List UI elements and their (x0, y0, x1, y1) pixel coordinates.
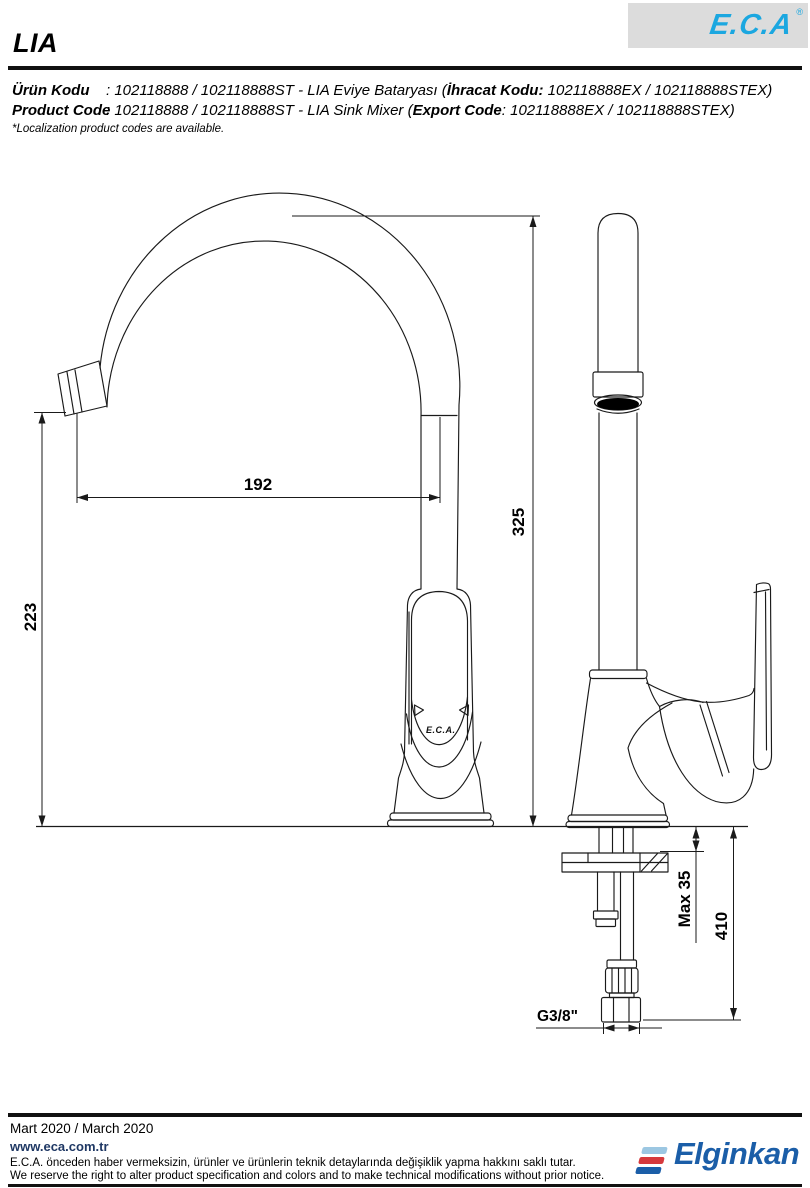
en-export-label: Export Code (412, 102, 502, 119)
cone-right-edge (645, 677, 661, 708)
dim-g38-label: G3/8" (537, 1008, 578, 1025)
aerator-collar (592, 371, 644, 398)
dim-192-arrow-right (429, 494, 440, 501)
base-ring-upper-right (567, 814, 669, 823)
product-code-line-tr: Ürün Kodu : 102118888 / 102118888ST - LIA… (12, 81, 772, 101)
hose-neck (608, 992, 635, 999)
stud-nut-upper (592, 910, 619, 920)
lever-inner-line (764, 591, 768, 751)
aerator-lip (596, 408, 640, 414)
dim-max35-arrow-bottom (692, 840, 700, 852)
nut-hatch-2 (650, 852, 669, 872)
nut-hatch-1 (640, 852, 659, 872)
dim-410-label: 410 (712, 912, 731, 940)
spout-inner-profile (106, 240, 422, 590)
localization-note: *Localization product codes are availabl… (12, 123, 225, 135)
base-ring-lower (386, 819, 495, 828)
elginkan-bar-blue (635, 1167, 662, 1174)
body-seam-arc-2 (405, 711, 474, 768)
header-divider (8, 66, 802, 70)
hose-crimp-sleeve (604, 967, 639, 994)
cone-inner-contour (627, 702, 673, 816)
tr-export-value: 102118888EX / 102118888STEX) (543, 82, 773, 99)
tr-code-value: : 102118888 / 102118888ST - LIA Eviye Ba… (106, 82, 447, 99)
dim-325-arrow-top (529, 216, 537, 227)
registered-trademark-icon: ® (796, 7, 803, 17)
page-title: LIA (13, 28, 58, 58)
left-view-faucet: E.C.A. (57, 192, 495, 828)
elginkan-logo: Elginkan (634, 1135, 804, 1183)
en-export-value: : 102118888EX / 102118888STEX) (501, 102, 735, 119)
spout-tube (597, 212, 639, 373)
joint-seam-2 (705, 700, 730, 774)
dimension-annotations: 192 223 325 Max 35 410 (21, 215, 748, 1034)
website-link[interactable]: www.eca.com.tr (10, 1139, 109, 1154)
dim-max35-label: Max 35 (675, 871, 694, 928)
dim-192-label: 192 (244, 475, 272, 494)
base-ring-upper (389, 812, 492, 821)
right-view-faucet (565, 212, 773, 829)
dim-g38-arrow-right (628, 1024, 640, 1032)
under-counter-assembly (561, 827, 669, 1023)
lever-top-notch (753, 588, 770, 594)
handle-front-cover (410, 590, 469, 745)
dim-325-label: 325 (509, 508, 528, 536)
body-brand-text: E.C.A. (426, 725, 456, 735)
tr-code-label: Ürün Kodu (12, 82, 90, 99)
dim-223-arrow-bottom (38, 815, 46, 827)
cold-indicator-triangle (458, 704, 470, 717)
revision-date: Mart 2020 / March 2020 (10, 1121, 154, 1136)
disclaimer-tr: E.C.A. önceden haber vermeksizin, ürünle… (10, 1157, 576, 1169)
dim-223-label: 223 (21, 603, 40, 631)
hot-indicator-triangle (413, 704, 425, 717)
dim-325-arrow-bottom (529, 815, 537, 827)
base-ring-lower-right (565, 820, 671, 829)
disclaimer-en: We reserve the right to alter product sp… (10, 1170, 605, 1182)
stud-nut-lower (595, 918, 617, 928)
spout-outer-profile (99, 192, 461, 590)
body-seam-arc-3 (400, 741, 482, 800)
dim-410-arrow-bottom (730, 1008, 737, 1019)
body-flange (588, 669, 648, 680)
nozzle-band-2 (74, 369, 83, 413)
dim-223-arrow-top (38, 412, 46, 424)
body-left-edge (393, 588, 422, 814)
elginkan-wordmark: Elginkan (674, 1136, 800, 1171)
connection-nut (600, 996, 642, 1023)
dim-410-arrow-top (730, 827, 737, 839)
joint-seam-1 (699, 704, 724, 777)
en-code-label: Product Code (12, 102, 111, 119)
spout-nozzle (57, 360, 108, 417)
dim-g38-arrow-left (603, 1024, 615, 1032)
joint-saddle (658, 699, 704, 708)
dim-max35-arrow-top (692, 827, 700, 839)
product-code-line-en: Product Code: 102118888 / 102118888ST - … (12, 101, 772, 121)
handle-arm-underside (658, 705, 755, 804)
elginkan-bar-light-blue (641, 1147, 668, 1154)
aerator-outlet (597, 398, 639, 410)
en-code-value: : 102118888 / 102118888ST - LIA Sink Mix… (106, 102, 413, 119)
page-bottom-rule (8, 1184, 802, 1187)
dim-192-arrow-left (77, 494, 88, 501)
handle-arm-top (645, 682, 755, 703)
body-right-edge (456, 588, 485, 814)
eca-logo: E.C.A ® (628, 3, 808, 48)
nozzle-band-1 (66, 371, 75, 415)
elginkan-bar-red (638, 1157, 665, 1164)
body-seam-arc-1 (410, 696, 469, 746)
handle-lever-blade (752, 582, 773, 771)
footer-divider (8, 1113, 802, 1117)
cone-left-edge (570, 677, 592, 816)
tr-export-label: İhracat Kodu: (446, 82, 544, 99)
hose-collar (606, 959, 638, 969)
product-code-block: Ürün Kodu : 102118888 / 102118888ST - LIA… (12, 81, 772, 137)
